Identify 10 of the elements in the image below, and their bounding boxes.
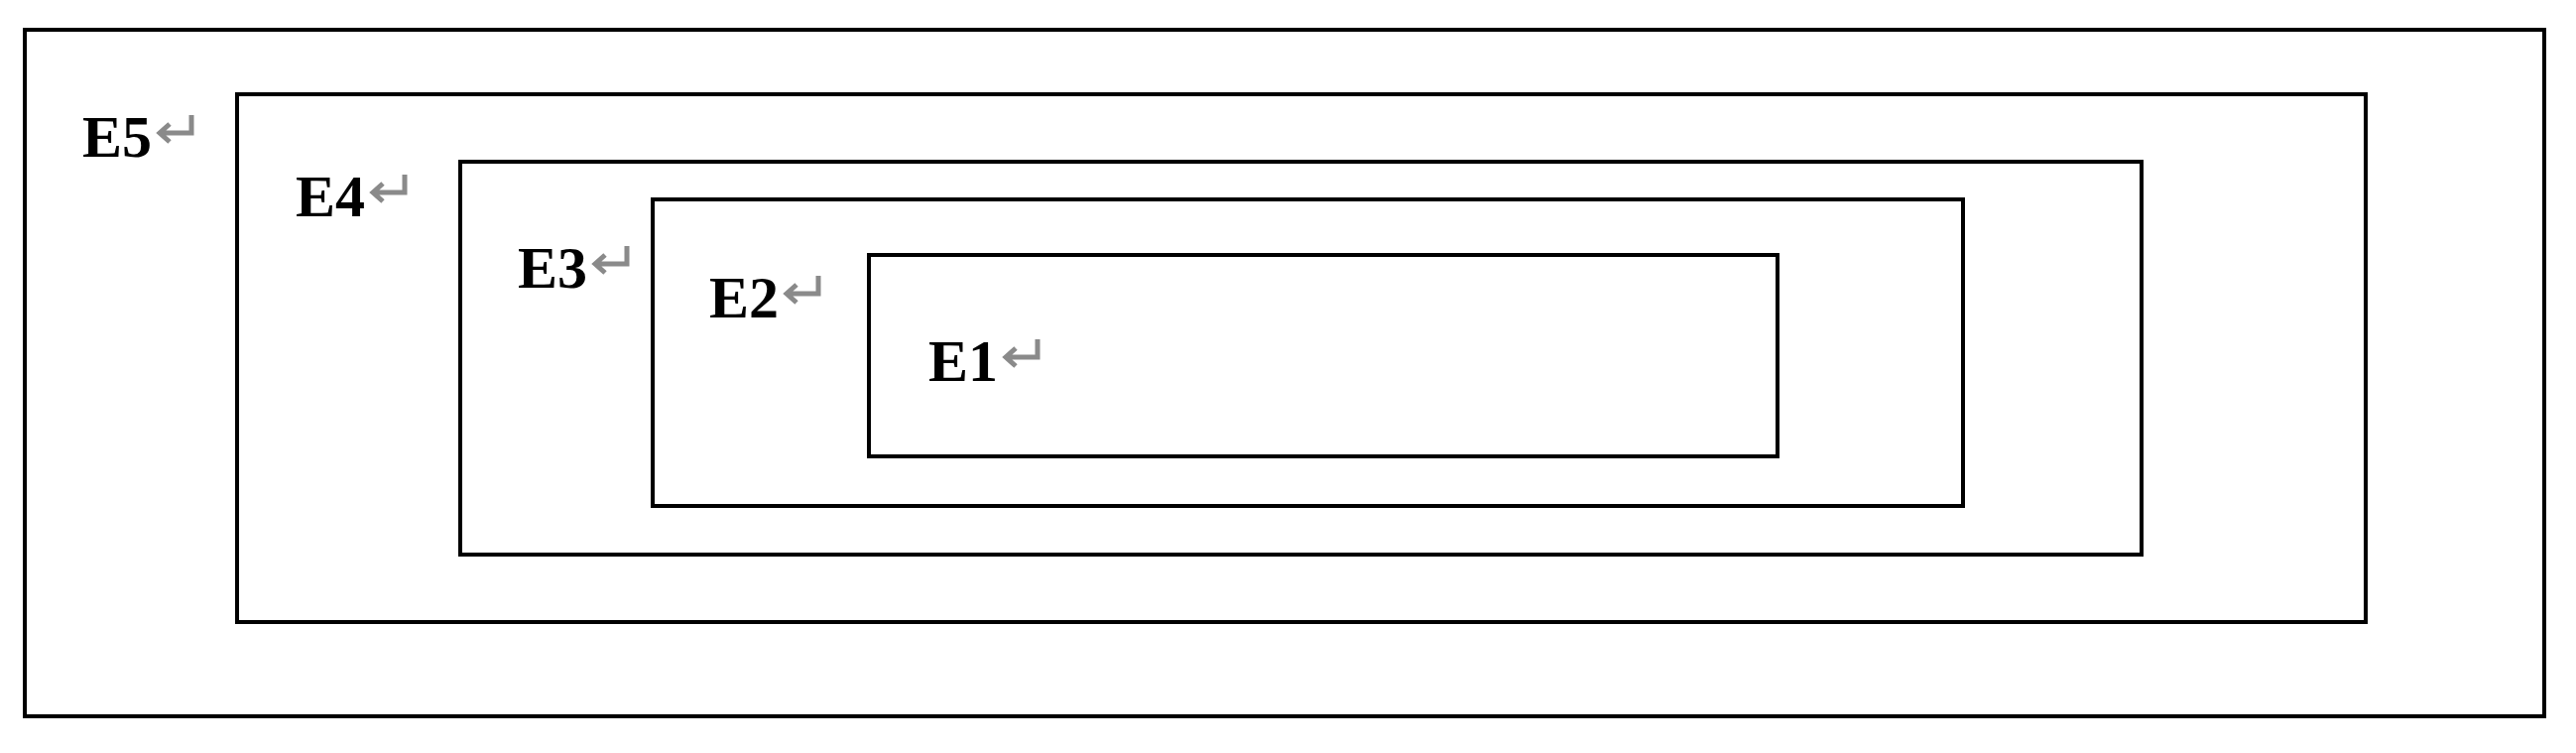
box-label: E5: [82, 107, 153, 167]
box-label: E2: [709, 268, 780, 327]
box-label: E3: [518, 238, 588, 298]
nested-box: [458, 160, 2144, 557]
nested-box: [23, 28, 2546, 718]
nested-box: [651, 197, 1965, 508]
box-label: E1: [928, 331, 999, 391]
nested-box: [867, 253, 1779, 458]
box-label: E4: [296, 167, 366, 226]
nested-box: [235, 92, 2368, 624]
